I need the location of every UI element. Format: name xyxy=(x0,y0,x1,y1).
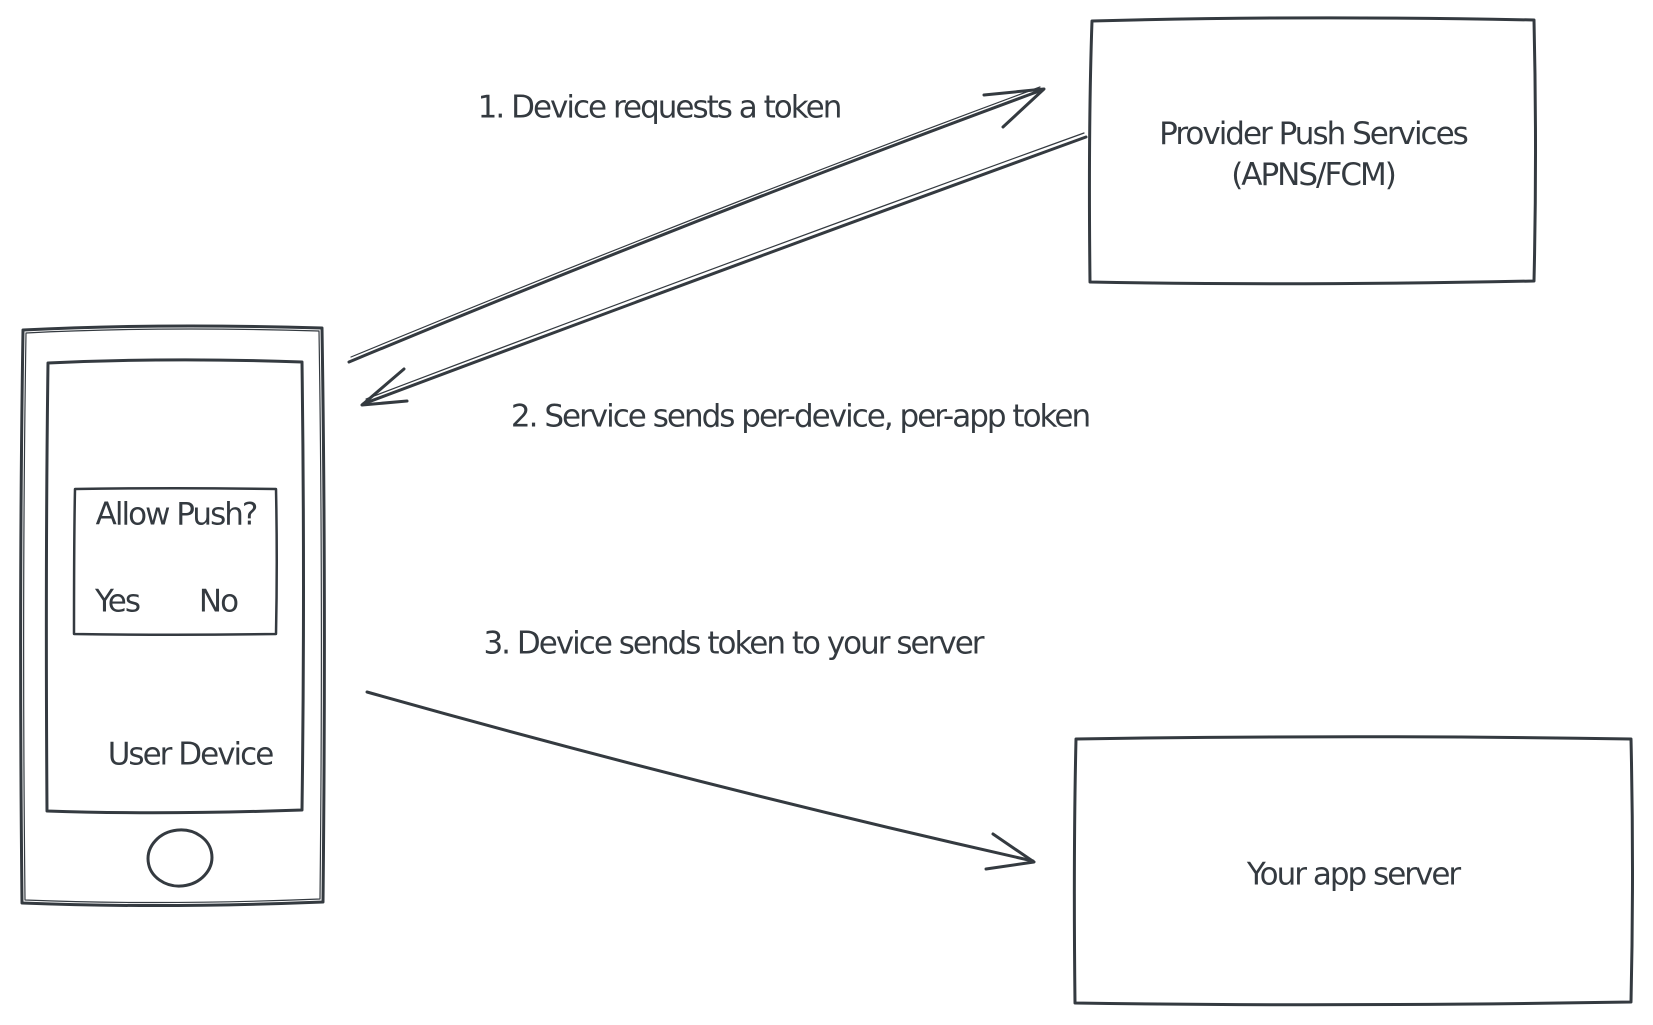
user-device-label: User Device xyxy=(107,736,275,773)
annotation-step3: 3. Device sends token to your server xyxy=(483,625,984,662)
arrow-2-send-token-line xyxy=(361,135,1088,406)
allow-push-dialog-title: Allow Push? xyxy=(95,496,259,533)
dialog-box-outline xyxy=(72,487,278,636)
app-server-box-label: Your app server xyxy=(1246,856,1461,893)
arrow-3-token-to-server-line xyxy=(365,690,1035,863)
dialog-no-option: No xyxy=(198,583,239,620)
home-button-icon xyxy=(146,828,214,888)
dialog-yes-option: Yes xyxy=(94,583,141,620)
arrow-1-request-token-line xyxy=(347,88,1044,364)
arrow-1-arrowhead xyxy=(982,87,1046,129)
phone-screen-outline xyxy=(44,358,305,815)
arrow-3-arrowhead xyxy=(984,832,1036,871)
arrow-1-second-pass xyxy=(350,86,1041,358)
app-server-box-outline xyxy=(1072,735,1634,1007)
annotation-step1: 1. Device requests a token xyxy=(477,89,843,126)
provider-box-outline xyxy=(1087,16,1537,286)
provider-box-label-line2: (APNS/FCM) xyxy=(1231,157,1397,193)
provider-box-label-line1: Provider Push Services xyxy=(1159,116,1469,152)
arrow-2-arrowhead xyxy=(360,367,409,407)
annotation-step2: 2. Service sends per-device, per-app tok… xyxy=(510,398,1091,435)
phone-body-outline-second-pass xyxy=(23,328,322,904)
provider-box-label: Provider Push Services (APNS/FCM) xyxy=(1159,114,1469,196)
phone-body-outline xyxy=(19,324,326,908)
arrow-2-second-pass xyxy=(365,132,1085,400)
